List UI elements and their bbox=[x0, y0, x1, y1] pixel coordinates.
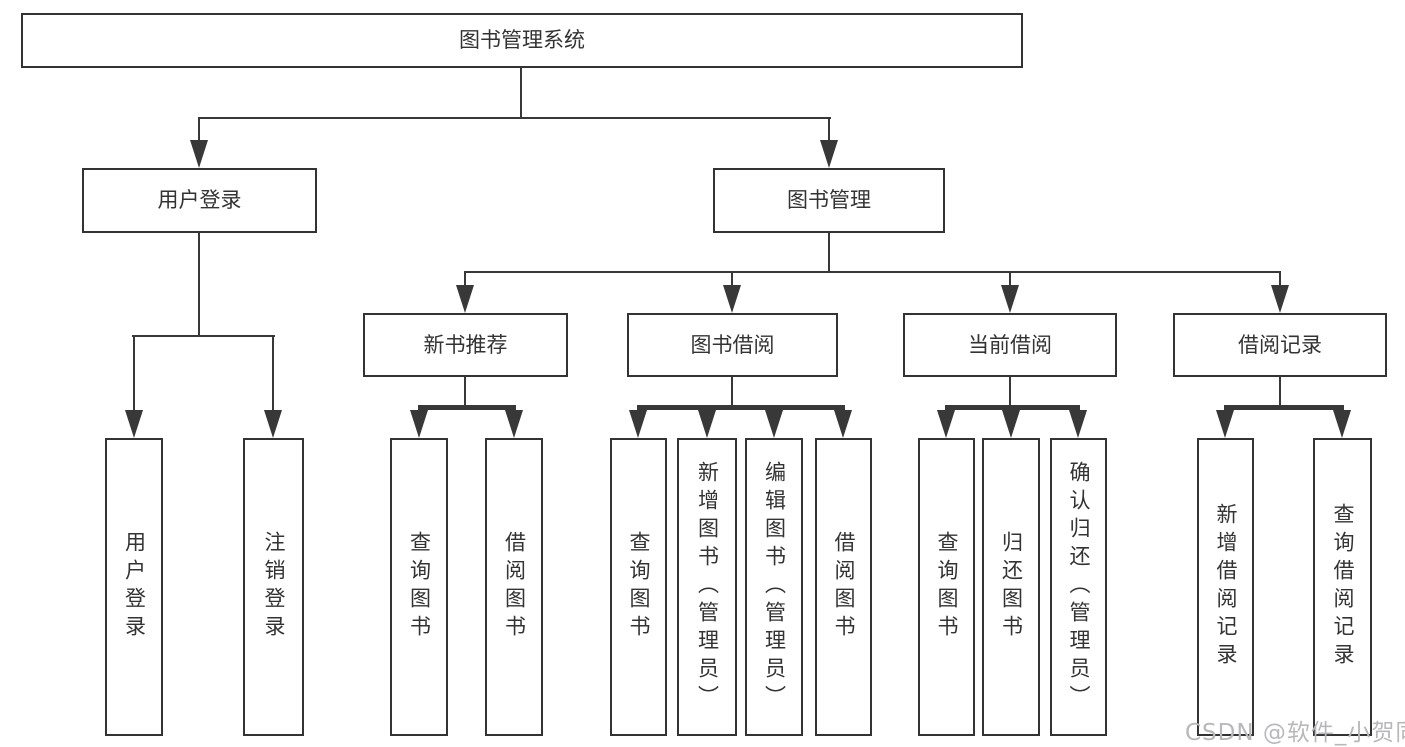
node-borrow-records: 借阅记录 bbox=[1173, 313, 1387, 377]
arrow-down-icon bbox=[190, 140, 208, 168]
arrow-down-icon bbox=[1069, 410, 1087, 438]
connector-borrow-trunk bbox=[731, 377, 733, 407]
node-root: 图书管理系统 bbox=[21, 13, 1023, 68]
node-leaf-query-books-current: 查询图书 bbox=[918, 438, 975, 736]
arrow-down-icon bbox=[629, 410, 647, 438]
arrow-down-icon bbox=[1333, 410, 1351, 438]
connector-drop-new-book-recommend bbox=[464, 271, 466, 290]
arrow-down-icon bbox=[410, 410, 428, 438]
node-leaf-add-books-admin: 新增图书（管理员） bbox=[677, 438, 737, 736]
connector-drop-leaf-logout bbox=[272, 335, 274, 415]
node-leaf-user-login: 用户登录 bbox=[105, 438, 163, 736]
connector-level3-bar bbox=[464, 271, 1281, 273]
connector-drop-current-borrow bbox=[1009, 271, 1011, 290]
arrow-down-icon bbox=[505, 410, 523, 438]
connector-drop-leaf-user-login bbox=[133, 335, 135, 415]
connector-records-trunk bbox=[1279, 377, 1281, 407]
arrow-down-icon bbox=[1271, 285, 1289, 313]
connector-recommend-bar bbox=[418, 405, 516, 410]
connector-drop-borrow-records bbox=[1279, 271, 1281, 290]
arrow-down-icon bbox=[765, 410, 783, 438]
node-book-management: 图书管理 bbox=[713, 168, 945, 233]
watermark: CSDN @软件_小贺同学 bbox=[1185, 720, 1405, 746]
arrow-down-icon bbox=[937, 410, 955, 438]
node-leaf-edit-books-admin: 编辑图书（管理员） bbox=[745, 438, 803, 736]
connector-drop-book-management bbox=[828, 117, 830, 145]
arrow-down-icon bbox=[1216, 410, 1234, 438]
connector-current-bar bbox=[945, 405, 1080, 410]
arrow-down-icon bbox=[698, 410, 716, 438]
arrow-down-icon bbox=[1001, 285, 1019, 313]
connector-user-login-bar bbox=[132, 335, 275, 337]
connector-current-trunk bbox=[1009, 377, 1011, 407]
node-leaf-query-books-recommend: 查询图书 bbox=[390, 438, 448, 736]
arrow-down-icon bbox=[820, 140, 838, 168]
arrow-down-icon bbox=[125, 410, 143, 438]
arrow-down-icon bbox=[1002, 410, 1020, 438]
node-leaf-query-borrow-record: 查询借阅记录 bbox=[1313, 438, 1372, 736]
connector-level1-bar bbox=[198, 117, 831, 119]
node-new-book-recommend: 新书推荐 bbox=[363, 313, 568, 377]
node-user-login: 用户登录 bbox=[82, 168, 317, 233]
arrow-down-icon bbox=[264, 410, 282, 438]
node-leaf-return-books: 归还图书 bbox=[982, 438, 1040, 736]
connector-book-management-trunk bbox=[828, 233, 830, 273]
connector-recommend-trunk bbox=[464, 377, 466, 407]
node-leaf-add-borrow-record: 新增借阅记录 bbox=[1197, 438, 1254, 736]
node-leaf-borrow-books: 借阅图书 bbox=[815, 438, 872, 736]
arrow-down-icon bbox=[456, 285, 474, 313]
node-leaf-logout: 注销登录 bbox=[243, 438, 304, 736]
arrow-down-icon bbox=[723, 285, 741, 313]
connector-borrow-bar bbox=[637, 405, 845, 410]
connector-drop-book-borrow bbox=[731, 271, 733, 290]
connector-records-bar bbox=[1224, 405, 1344, 410]
node-leaf-borrow-books-recommend: 借阅图书 bbox=[485, 438, 543, 736]
arrow-down-icon bbox=[834, 410, 852, 438]
node-current-borrow: 当前借阅 bbox=[903, 313, 1117, 377]
node-leaf-query-books-borrow: 查询图书 bbox=[610, 438, 667, 736]
node-book-borrow: 图书借阅 bbox=[627, 313, 838, 377]
connector-drop-user-login bbox=[198, 117, 200, 145]
connector-user-login-trunk bbox=[198, 233, 200, 335]
node-leaf-confirm-return-admin: 确认归还（管理员） bbox=[1050, 438, 1107, 736]
connector-root-trunk bbox=[520, 68, 522, 117]
